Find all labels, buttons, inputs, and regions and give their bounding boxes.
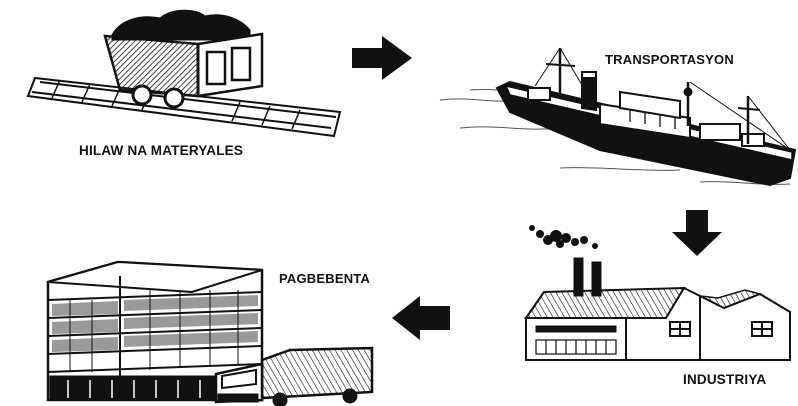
stage-label-transport: TRANSPORTASYON	[605, 52, 734, 67]
cargo-ship-icon	[439, 47, 797, 187]
mine-cart-icon	[26, 9, 342, 138]
stage-label-raw-materials: HILAW NA MATERYALES	[79, 143, 244, 158]
stage-label-industry: INDUSTRIYA	[683, 372, 767, 387]
arrow-left-icon	[392, 296, 450, 340]
building-and-truck-icon	[46, 260, 374, 406]
arrow-right-icon	[352, 36, 412, 80]
factory-icon	[524, 225, 791, 361]
arrow-down-icon	[672, 210, 722, 256]
stage-label-selling: PAGBEBENTA	[279, 271, 371, 286]
